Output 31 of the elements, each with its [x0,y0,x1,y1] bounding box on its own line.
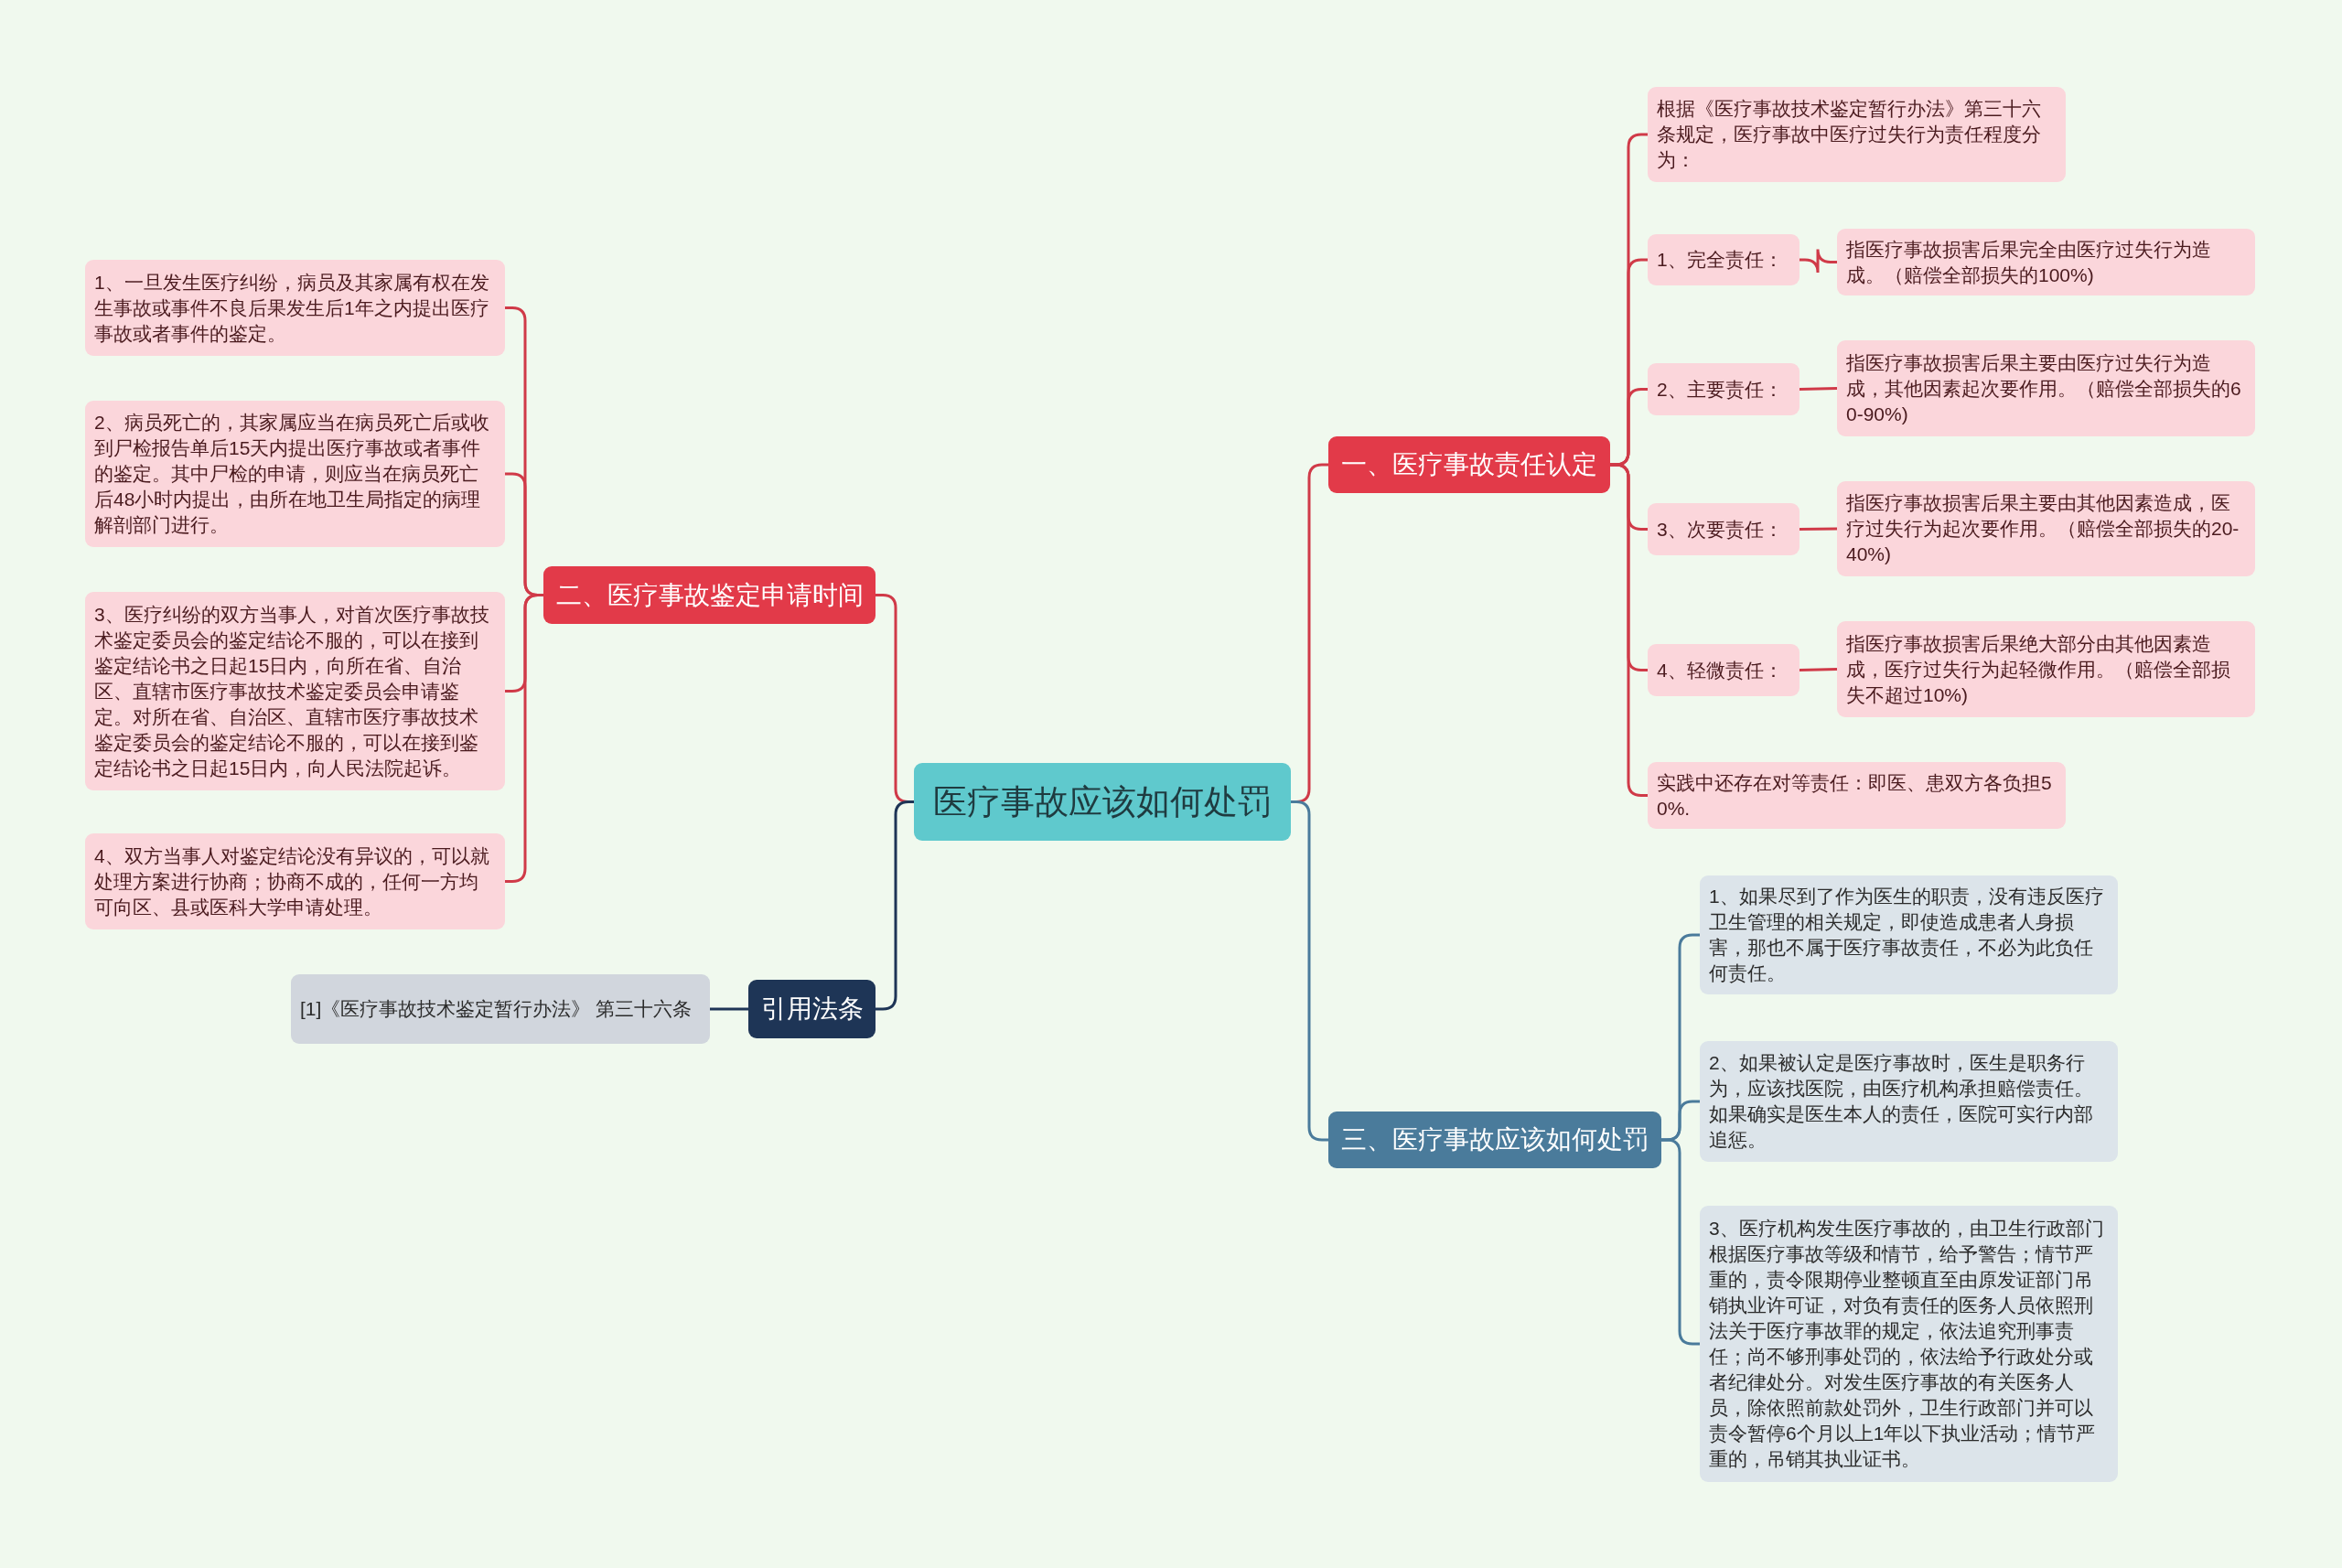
topic-box: 2、如果被认定是医疗事故时，医生是职务行为，应该找医院，由医疗机构承担赔偿责任。如果确实是医生本人的责任，医院可实行内部追惩。 [1700,1041,2118,1162]
connector-line [1799,387,1838,391]
topic-box: 4、双方当事人对鉴定结论没有异议的，可以就处理方案进行协商；协商不成的，任何一方均可向区、县或医科大学申请处理。 [85,833,505,929]
branch-box: 二、医疗事故鉴定申请时间 [543,566,876,624]
connector-line [1799,668,1838,671]
connector-line [1661,1138,1700,1346]
topic-box: 2、病员死亡的，其家属应当在病员死亡后或收到尸检报告单后15天内提出医疗事故或者事件的鉴定。其中尸检的申请，则应当在病员死亡后48小时内提出，由所在地卫生局指定的病理解剖部门进行。 [85,401,505,547]
topic-box: 1、一旦发生医疗纠纷，病员及其家属有权在发生事故或事件不良后果发生后1年之内提出医疗事故或者事件的鉴定。 [85,260,505,356]
topic-box: 指医疗事故损害后果主要由其他因素造成，医疗过失行为起次要作用。（赔偿全部损失的20-40%) [1837,481,2255,576]
connector-line [876,800,914,1011]
topic-box: 1、完全责任： [1648,234,1799,285]
branch-box: 一、医疗事故责任认定 [1328,436,1610,493]
topic-box: 3、医疗机构发生医疗事故的，由卫生行政部门根据医疗事故等级和情节，给予警告；情节严重的，责令限期停业整顿直至由原发证部门吊销执业许可证，对负有责任的医务人员依照刑法关于医疗事故罪的规定，依法追究刑事责任；尚不够刑事处罚的，依法给予行政处分或者纪律处分。对发生医疗事故的有关医务人员，除依照前款处罚外，卫生行政部门并可以责令暂停6个月以上1年以下执业活动；情节严重的，吊销其执业证书。 [1700,1206,2118,1482]
connector-line [505,594,543,883]
topic-box: 1、如果尽到了作为医生的职责，没有违反医疗卫生管理的相关规定，即使造成患者人身损害，那也不属于医疗事故责任，不必为此负任何责任。 [1700,875,2118,994]
connector-line [1799,527,1838,531]
central-topic-box: 医疗事故应该如何处罚 [914,763,1291,841]
topic-box: 实践中还存在对等责任：即医、患双方各负担50%. [1648,762,2066,829]
connector-line [1799,248,1837,274]
topic-box: 3、医疗纠纷的双方当事人，对首次医疗事故技术鉴定委员会的鉴定结论不服的，可以在接到鉴定结论书之日起15日内，向所在省、自治区、直辖市医疗事故技术鉴定委员会申请鉴定。对所在省、自治区、直辖市医疗事故技术鉴定委员会的鉴定结论不服的，可以在接到鉴定结论书之日起15日内，向人民法院起诉。 [85,592,505,790]
topic-box: 指医疗事故损害后果绝大部分由其他因素造成，医疗过失行为起轻微作用。（赔偿全部损失不超过10%) [1837,621,2255,717]
topic-box: 指医疗事故损害后果完全由医疗过失行为造成。（赔偿全部损失的100%) [1837,229,2255,295]
topic-box: 3、次要责任： [1648,503,1799,555]
connector-line [710,1007,748,1011]
topic-box: [1]《医疗事故技术鉴定暂行办法》 第三十六条 [291,974,710,1044]
topic-box: 4、轻微责任： [1648,644,1799,696]
branch-box: 三、医疗事故应该如何处罚 [1328,1112,1661,1168]
topic-box: 根据《医疗事故技术鉴定暂行办法》第三十六条规定，医疗事故中医疗过失行为责任程度分为： [1648,87,2066,182]
topic-box: 指医疗事故损害后果主要由医疗过失行为造成，其他因素起次要作用。（赔偿全部损失的60-90%) [1837,340,2255,436]
topic-box: 2、主要责任： [1648,363,1799,415]
branch-box: 引用法条 [748,980,876,1038]
